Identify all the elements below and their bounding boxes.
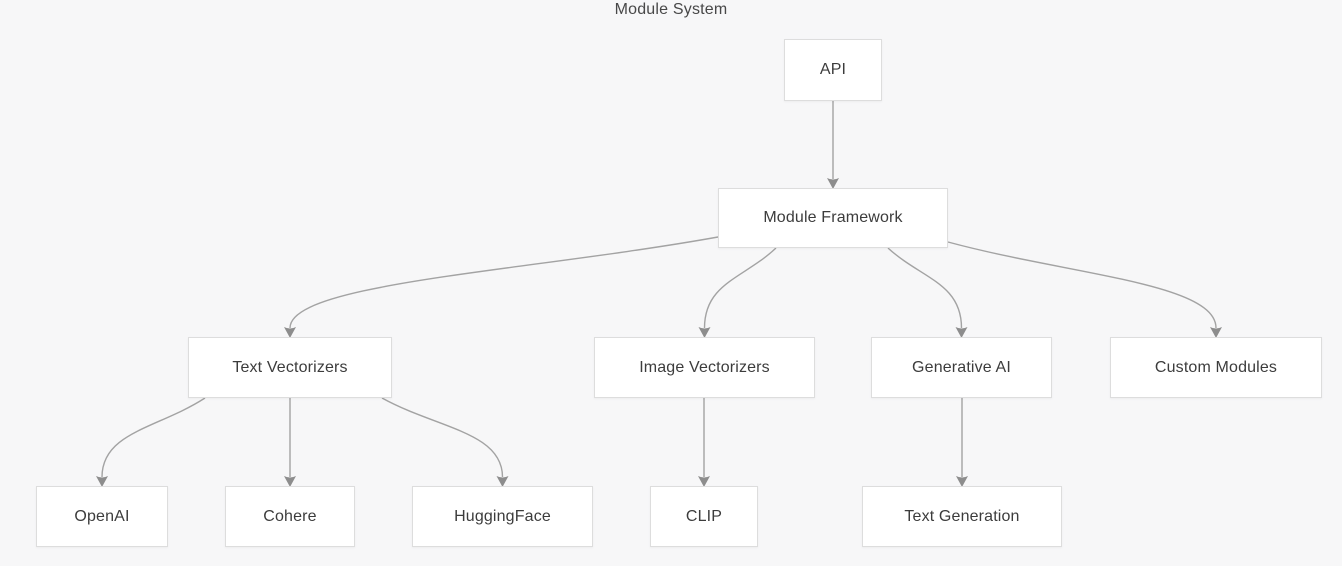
arrowhead-icon-clip <box>698 476 710 487</box>
arrowhead-icon-generative-ai <box>955 327 968 338</box>
node-image-vectorizers[interactable]: Image Vectorizers <box>594 337 815 398</box>
node-label-api: API <box>819 61 847 78</box>
arrowhead-icon-cohere <box>284 476 296 487</box>
node-huggingface[interactable]: HuggingFace <box>412 486 593 547</box>
edge-module-framework-to-generative-ai <box>887 247 963 329</box>
node-generative-ai[interactable]: Generative AI <box>871 337 1052 398</box>
edge-text-vectorizers-to-openai <box>101 397 206 478</box>
arrowhead-icon-module-framework <box>827 178 839 189</box>
arrowhead-icon-text-generation <box>956 476 968 487</box>
node-openai[interactable]: OpenAI <box>36 486 168 547</box>
arrowhead-icon-custom-modules <box>1210 327 1222 338</box>
node-text-vectorizers[interactable]: Text Vectorizers <box>188 337 392 398</box>
node-label-clip: CLIP <box>685 507 723 525</box>
node-api[interactable]: API <box>784 39 882 101</box>
node-label-image-vectorizers: Image Vectorizers <box>639 358 770 376</box>
node-text-generation[interactable]: Text Generation <box>862 486 1062 547</box>
node-label-openai: OpenAI <box>74 507 130 525</box>
arrowhead-icon-openai <box>96 476 108 487</box>
node-label-custom-modules: Custom Modules <box>1154 358 1278 376</box>
node-module-framework[interactable]: Module Framework <box>718 188 948 248</box>
node-cohere[interactable]: Cohere <box>225 486 355 547</box>
arrowhead-icon-huggingface <box>496 476 509 487</box>
node-label-module-framework: Module Framework <box>763 209 903 226</box>
node-label-generative-ai: Generative AI <box>912 358 1011 376</box>
node-custom-modules[interactable]: Custom Modules <box>1110 337 1322 398</box>
node-label-text-vectorizers: Text Vectorizers <box>232 358 348 376</box>
node-label-text-generation: Text Generation <box>904 507 1020 525</box>
edge-module-framework-to-image-vectorizers <box>703 247 777 329</box>
edge-text-vectorizers-to-huggingface <box>381 397 504 478</box>
arrowhead-icon-image-vectorizers <box>698 327 711 338</box>
node-label-huggingface: HuggingFace <box>454 507 551 525</box>
arrowhead-icon-text-vectorizers <box>284 327 296 338</box>
node-clip[interactable]: CLIP <box>650 486 758 547</box>
node-label-cohere: Cohere <box>263 507 317 525</box>
edge-module-framework-to-custom-modules <box>947 241 1217 329</box>
edge-module-framework-to-text-vectorizers <box>289 236 719 329</box>
